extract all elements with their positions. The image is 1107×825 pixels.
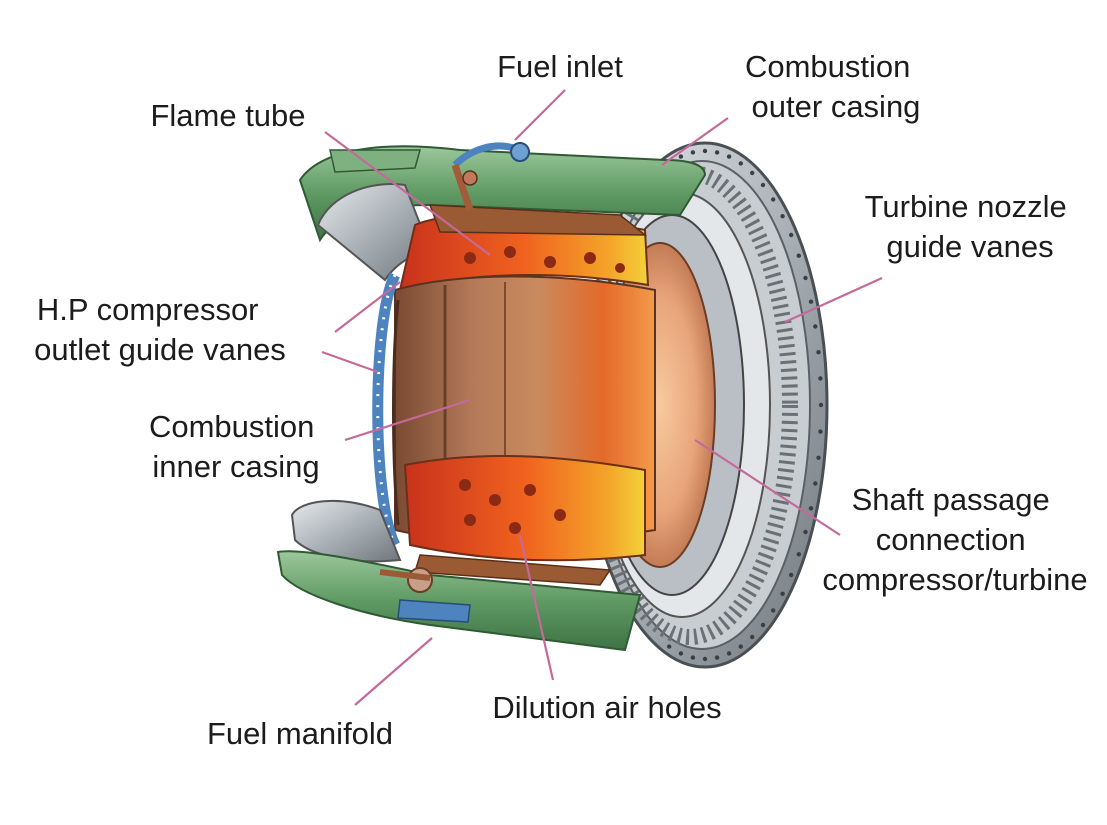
rim-bolt xyxy=(780,214,785,219)
rim-bolt xyxy=(803,529,808,535)
flame-tube-bottom xyxy=(403,454,646,586)
rim-bolt xyxy=(702,656,708,662)
label-dilution-air-holes: Dilution air holes xyxy=(492,690,721,725)
rim-bolt xyxy=(803,275,808,281)
label-fuel-inlet: Fuel inlet xyxy=(497,49,623,84)
rim-bolt xyxy=(818,376,823,381)
rim-bolt xyxy=(816,455,821,460)
rim-bolt xyxy=(738,644,743,649)
label-hp-compressor-outlet-guide-vanes: H.P compressor outlet guide vanes xyxy=(34,292,286,367)
rim-bolt xyxy=(690,655,696,660)
rim-bolt xyxy=(789,572,794,578)
rim-bolt xyxy=(678,651,684,656)
rim-bolt xyxy=(750,170,755,176)
label-combustion-outer-casing: Combustion outer casing xyxy=(745,49,920,124)
label-fuel-manifold: Fuel manifold xyxy=(207,716,393,751)
rim-bolt xyxy=(818,429,823,434)
outer-casing-bottom xyxy=(276,550,642,652)
rim-bolt xyxy=(813,324,818,329)
label-turbine-nozzle-guide-vanes: Turbine nozzle guide vanes xyxy=(865,189,1076,264)
labels: Fuel inlet Flame tube Combustion outer c… xyxy=(34,49,1087,751)
rim-bolt xyxy=(690,150,696,155)
rim-bolt xyxy=(816,350,821,355)
rim-bolt xyxy=(808,299,814,304)
rim-bolt xyxy=(750,634,755,640)
leader-lines xyxy=(321,89,883,706)
rim-bolt xyxy=(796,552,801,557)
rim-bolt xyxy=(771,197,776,202)
rim-bolt xyxy=(760,622,766,628)
blue-vane-ring xyxy=(372,272,401,548)
rim-bolt xyxy=(667,644,672,649)
hp-compressor-outlet-bottom xyxy=(290,500,402,563)
label-shaft-passage: Shaft passage connection compressor/turb… xyxy=(822,482,1087,597)
rim-bolt xyxy=(818,402,824,408)
rim-bolt xyxy=(678,154,684,159)
rim-bolt xyxy=(771,608,776,613)
rim-bolt xyxy=(789,232,794,238)
label-combustion-inner-casing: Combustion inner casing xyxy=(149,409,323,484)
rim-bolt xyxy=(714,150,720,155)
fuel-manifold-parts xyxy=(379,567,471,623)
rim-bolt xyxy=(726,651,732,656)
hp-compressor-outlet-top xyxy=(316,183,432,282)
label-flame-tube: Flame tube xyxy=(150,98,305,133)
rim-bolt xyxy=(702,148,708,154)
rim-bolt xyxy=(760,182,766,188)
rim-bolt xyxy=(796,253,801,258)
rim-bolt xyxy=(808,506,814,511)
rim-bolt xyxy=(738,161,743,166)
fuel-inlet-parts xyxy=(451,142,530,212)
rim-bolt xyxy=(813,481,818,486)
rim-bolt xyxy=(714,655,720,660)
rim-bolt xyxy=(780,591,785,596)
rim-bolt xyxy=(726,154,732,159)
